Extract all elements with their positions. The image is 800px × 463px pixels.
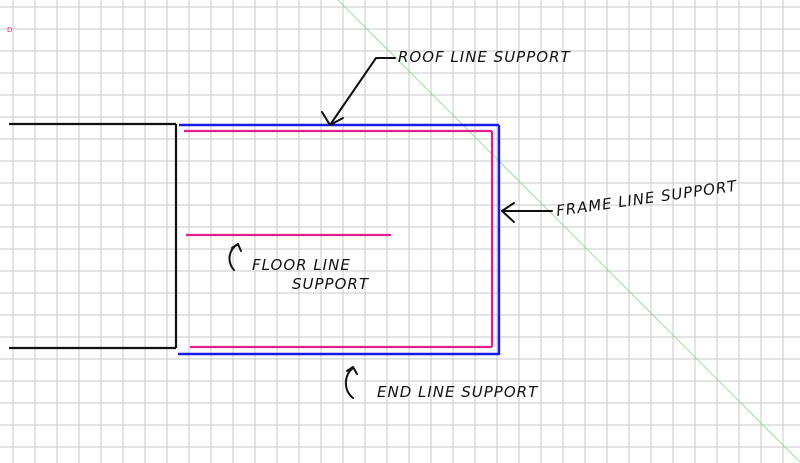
floor-arrowhead-icon bbox=[231, 243, 242, 252]
end-arrow-icon bbox=[344, 367, 354, 399]
frame-arrowhead-icon bbox=[501, 202, 515, 223]
magenta-supports bbox=[184, 129, 494, 349]
blue-frame bbox=[178, 123, 501, 356]
floor-line-label-line2: SUPPORT bbox=[292, 275, 370, 293]
floor-line-label-line1: FLOOR LINE bbox=[252, 256, 351, 274]
end-line-label: END LINE SUPPORT bbox=[377, 383, 539, 401]
diagonal-guide-line bbox=[337, 0, 800, 463]
roof-arrowhead-icon bbox=[321, 111, 344, 126]
existing-structure-outline bbox=[9, 122, 178, 350]
roof-line-label: ROOF LINE SUPPORT bbox=[398, 48, 571, 66]
corner-mark: D bbox=[7, 26, 12, 34]
roof-arrow-icon bbox=[329, 57, 396, 126]
end-arrowhead-icon bbox=[346, 366, 358, 375]
annotation-arrows bbox=[228, 57, 553, 399]
